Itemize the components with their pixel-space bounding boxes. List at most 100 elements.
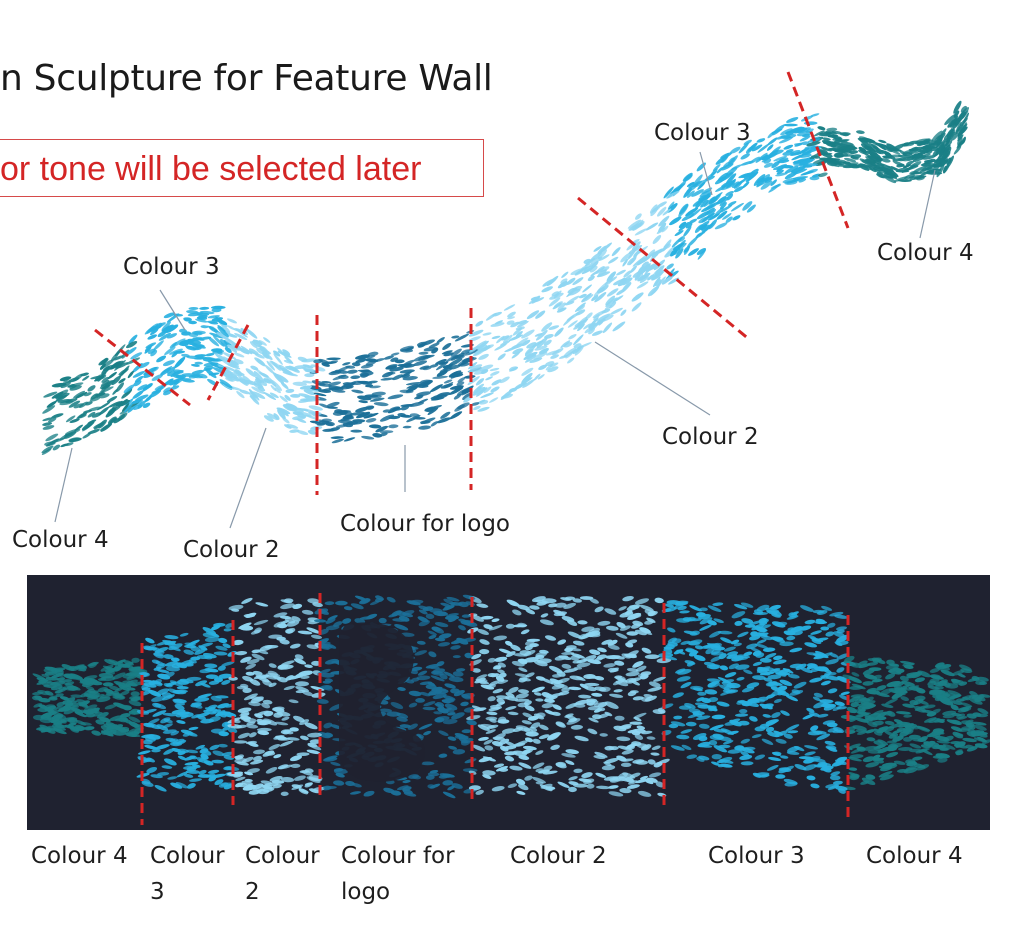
fish-piece bbox=[766, 764, 779, 771]
fish-piece bbox=[236, 390, 245, 399]
fish-piece bbox=[877, 739, 889, 746]
fish-piece bbox=[751, 734, 762, 739]
fish-piece bbox=[262, 679, 273, 686]
fish-piece bbox=[818, 172, 828, 178]
fish-piece bbox=[211, 307, 222, 313]
fish-piece bbox=[682, 172, 693, 182]
fish-piece bbox=[466, 719, 477, 726]
fish-piece bbox=[783, 123, 798, 127]
fish-piece bbox=[252, 391, 266, 399]
fish-piece bbox=[163, 312, 175, 319]
fish-piece bbox=[932, 728, 945, 734]
fish-piece bbox=[304, 782, 313, 786]
fish-piece bbox=[817, 761, 828, 768]
fish-piece bbox=[302, 364, 314, 369]
fish-piece bbox=[784, 781, 798, 787]
fish-piece bbox=[192, 337, 205, 341]
fish-piece bbox=[687, 236, 699, 248]
fish-piece bbox=[692, 710, 705, 716]
fish-piece bbox=[296, 430, 309, 435]
fish-piece bbox=[735, 713, 749, 717]
fish-piece bbox=[184, 755, 196, 761]
fish-piece bbox=[257, 386, 266, 392]
fish-piece bbox=[539, 619, 554, 626]
fish-piece bbox=[864, 147, 877, 153]
fish-piece bbox=[323, 786, 337, 790]
fish-piece bbox=[867, 713, 881, 719]
fish-piece bbox=[303, 368, 314, 372]
fish-piece bbox=[883, 173, 895, 179]
fish-piece bbox=[164, 346, 176, 356]
fish-piece bbox=[307, 598, 320, 604]
fish-piece bbox=[87, 385, 96, 392]
fish-piece bbox=[607, 644, 620, 650]
fish-piece bbox=[179, 711, 194, 718]
fish-piece bbox=[827, 622, 836, 628]
fish-piece bbox=[583, 655, 597, 662]
fish-piece bbox=[207, 360, 221, 369]
fish-piece bbox=[77, 412, 88, 419]
fish-piece bbox=[185, 749, 199, 754]
fish-piece bbox=[605, 297, 619, 307]
fish-piece bbox=[292, 381, 307, 387]
fish-piece bbox=[85, 401, 93, 406]
fish-piece bbox=[351, 380, 364, 386]
fish-piece bbox=[145, 736, 156, 742]
fish-piece bbox=[356, 411, 371, 419]
fish-piece bbox=[217, 665, 226, 671]
fish-piece bbox=[957, 134, 964, 142]
fish-piece bbox=[779, 641, 794, 647]
fish-piece bbox=[54, 724, 68, 729]
fish-piece bbox=[497, 662, 506, 668]
fish-piece bbox=[717, 677, 731, 684]
fish-piece bbox=[939, 698, 951, 702]
fish-piece bbox=[299, 385, 312, 390]
fish-piece bbox=[328, 427, 341, 432]
bottom-label-colour2-right: Colour 2 bbox=[510, 843, 607, 869]
fish-piece bbox=[626, 667, 639, 673]
fish-piece bbox=[825, 784, 839, 789]
fish-piece bbox=[51, 672, 64, 679]
fish-piece bbox=[534, 297, 545, 303]
fish-piece bbox=[599, 266, 610, 273]
fish-piece bbox=[952, 731, 964, 739]
fish-piece bbox=[283, 403, 298, 411]
fish-piece bbox=[875, 744, 886, 749]
fish-piece bbox=[871, 679, 883, 683]
fish-piece bbox=[276, 636, 286, 641]
fish-piece bbox=[815, 618, 826, 624]
fish-piece bbox=[669, 216, 682, 226]
fish-piece bbox=[123, 401, 135, 413]
fish-piece bbox=[266, 360, 276, 371]
fish-piece bbox=[429, 384, 443, 393]
fish-piece bbox=[263, 415, 274, 422]
fish-piece bbox=[142, 402, 151, 409]
fish-piece bbox=[591, 692, 603, 697]
fish-piece bbox=[371, 391, 386, 396]
fish-piece bbox=[593, 708, 603, 713]
fish-piece bbox=[107, 659, 121, 665]
fish-piece bbox=[436, 369, 448, 377]
fish-piece bbox=[749, 635, 761, 641]
fish-piece bbox=[609, 307, 623, 315]
fish-piece bbox=[245, 671, 255, 676]
fish-piece bbox=[924, 160, 934, 163]
fish-piece bbox=[186, 355, 201, 360]
fish-piece bbox=[390, 790, 402, 796]
fish-piece bbox=[181, 331, 192, 336]
fish-piece bbox=[269, 775, 283, 782]
fish-swarm-bottom bbox=[32, 594, 990, 799]
fish-piece bbox=[875, 149, 884, 155]
fish-piece bbox=[577, 323, 585, 332]
fish-piece bbox=[809, 176, 820, 181]
fish-piece bbox=[215, 695, 229, 699]
fish-piece bbox=[637, 220, 645, 228]
fish-piece bbox=[282, 349, 291, 356]
fish-piece bbox=[87, 419, 97, 425]
fish-piece bbox=[420, 379, 433, 385]
fish-piece bbox=[54, 713, 64, 719]
fish-piece bbox=[299, 719, 310, 726]
fish-piece bbox=[655, 781, 665, 788]
fish-piece bbox=[423, 730, 432, 736]
fish-piece bbox=[951, 116, 959, 125]
